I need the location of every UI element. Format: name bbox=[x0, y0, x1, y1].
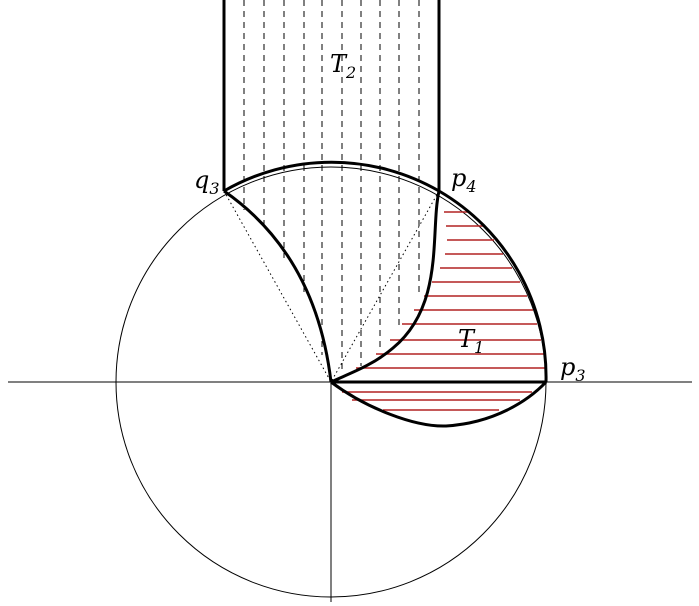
label-p3-base: p bbox=[560, 353, 575, 381]
inner-arc-p4-origin bbox=[330, 190, 441, 384]
dotted-chords bbox=[223, 190, 440, 383]
label-p3-sub: 3 bbox=[575, 366, 585, 385]
top-arc bbox=[223, 160, 440, 193]
t2-dashed-strips bbox=[243, 0, 420, 374]
label-q3-sub: 3 bbox=[209, 179, 219, 198]
label-p4: p4 bbox=[451, 164, 477, 196]
label-p4-sub: 4 bbox=[465, 177, 476, 196]
label-q3-base: q bbox=[194, 166, 209, 194]
t1-hatch-lower bbox=[342, 391, 532, 411]
chord-q3 bbox=[223, 190, 332, 383]
chord-p4 bbox=[330, 190, 440, 383]
label-t2: T2 bbox=[330, 50, 356, 82]
label-p3: p3 bbox=[560, 353, 586, 385]
label-p4-base: p bbox=[451, 164, 466, 192]
arc-q3-origin bbox=[223, 189, 333, 383]
label-t1-sub: 1 bbox=[474, 338, 484, 357]
label-t1-base: T bbox=[458, 325, 476, 353]
label-t1: T1 bbox=[458, 325, 484, 357]
label-t2-sub: 2 bbox=[345, 63, 356, 82]
label-q3: q3 bbox=[194, 166, 220, 198]
thick-outline bbox=[222, 0, 548, 428]
lower-arc-origin-p3 bbox=[330, 380, 548, 428]
label-t2-base: T bbox=[330, 50, 348, 78]
outer-arc-p4-p3 bbox=[438, 189, 548, 383]
t1-hatch-upper bbox=[356, 211, 546, 369]
